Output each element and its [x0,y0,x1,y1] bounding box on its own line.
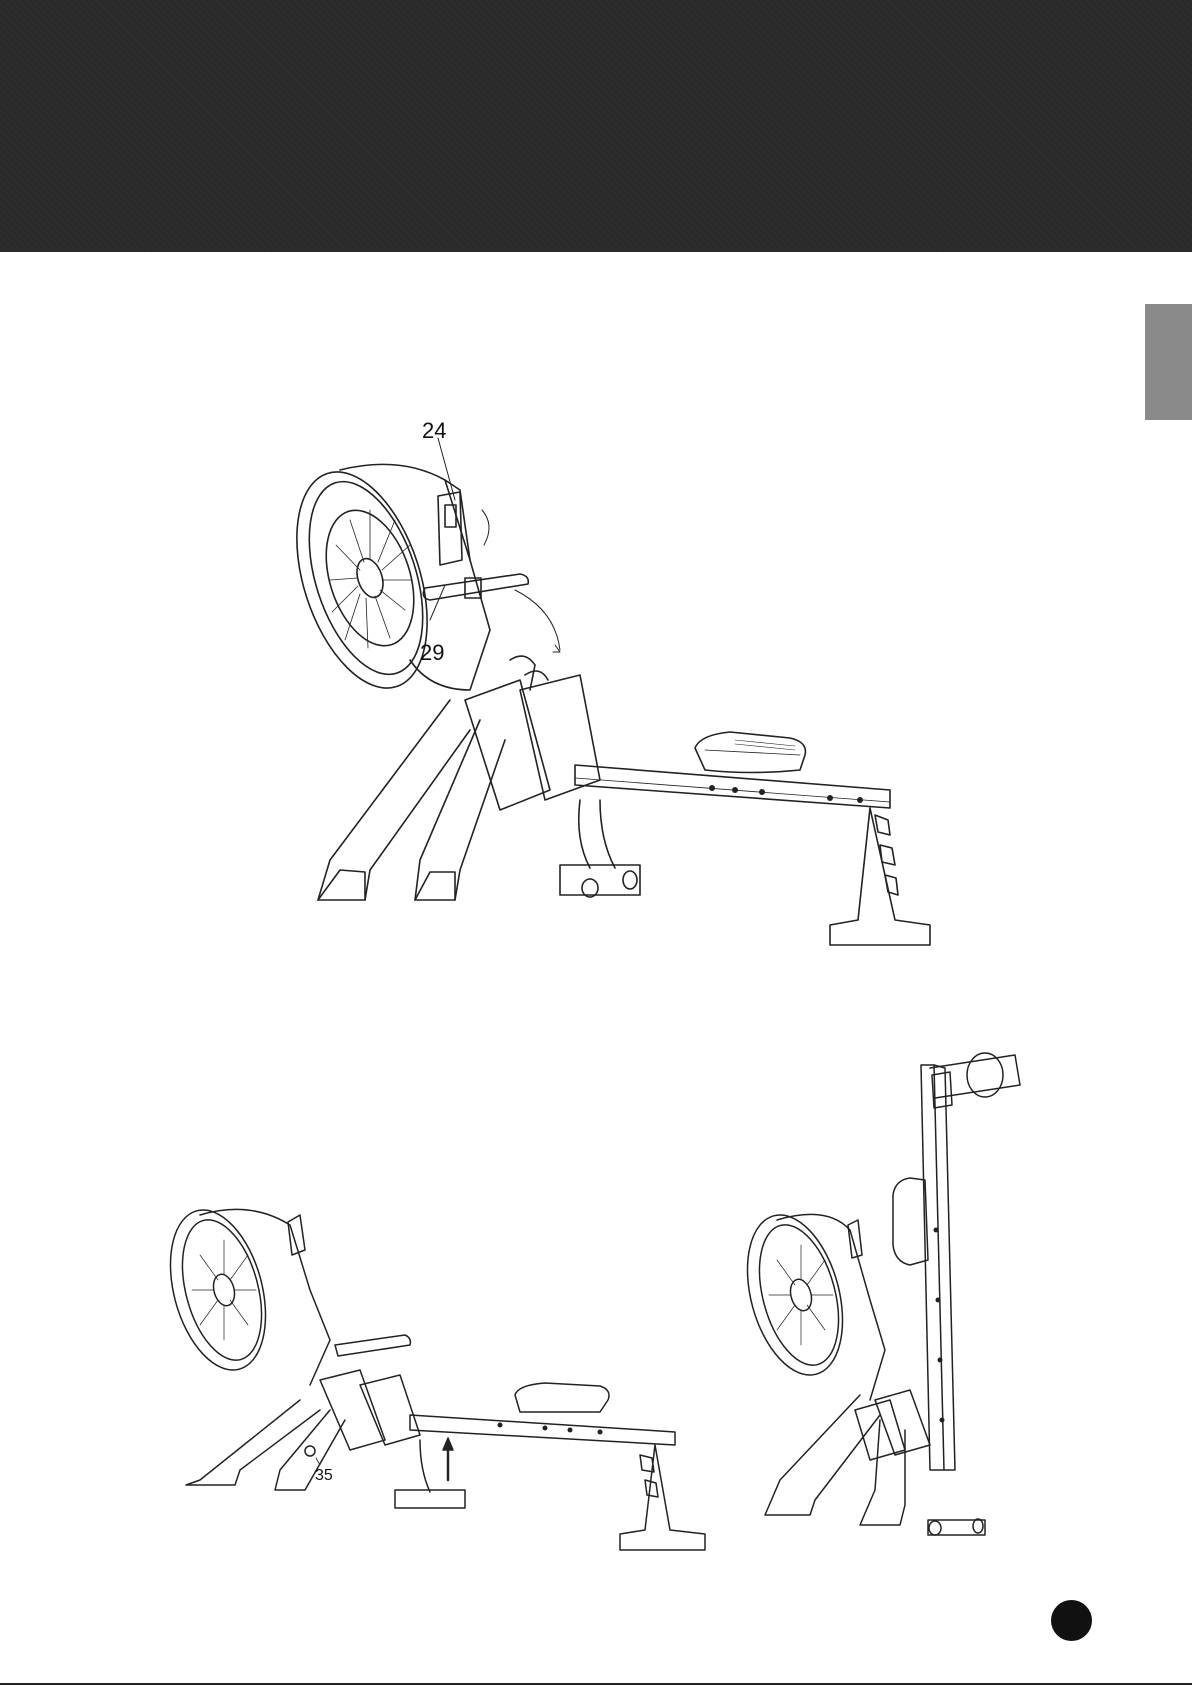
flywheel-housing-outer [272,456,452,705]
footrest-left [465,680,550,810]
folded-rail [921,1065,944,1470]
page-number-marker [1051,1600,1092,1641]
callout-24: 24 [422,418,446,443]
monitor-display [438,492,462,565]
rower-illustration-bottom-right [731,1053,1020,1535]
callout-35: 35 [315,1467,333,1484]
rower-illustration-top [272,438,930,945]
footrest-right [520,675,600,800]
callout-29: 29 [420,640,444,665]
rower-illustration-bottom-left [154,1199,705,1550]
